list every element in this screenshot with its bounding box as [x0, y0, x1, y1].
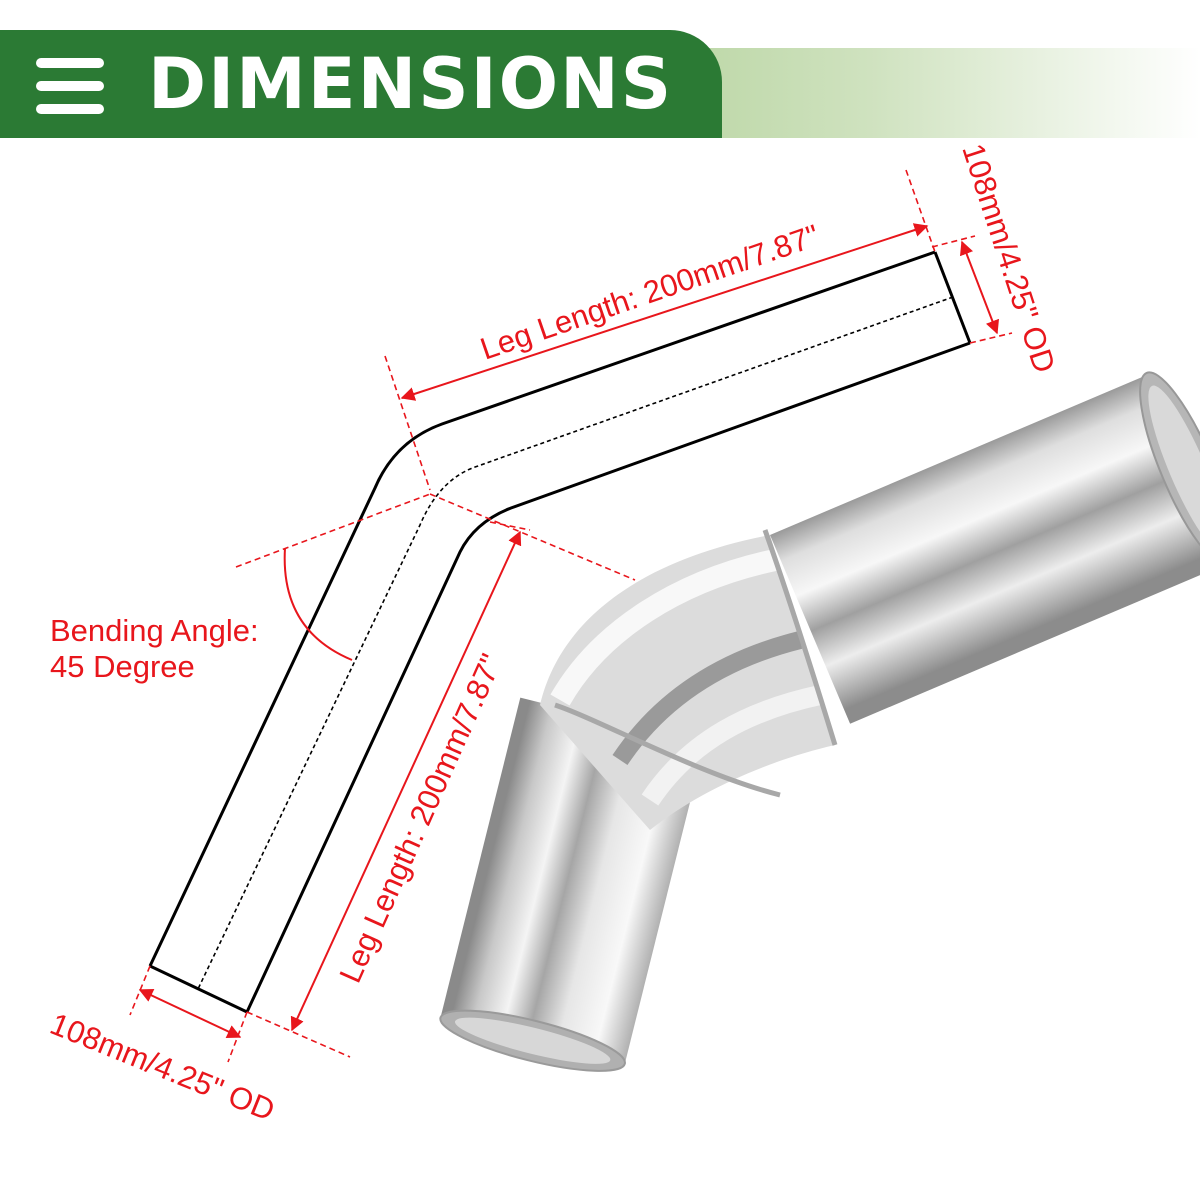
bottom-leg-length-arrow — [290, 530, 522, 1032]
header-band — [0, 30, 722, 138]
dimension-lines — [129, 169, 1013, 1063]
bending-angle-label-line1: Bending Angle: — [50, 613, 259, 648]
bend-angle-arc — [283, 547, 353, 661]
top-leg-length-arrow — [400, 223, 929, 401]
bending-angle-label-line2: 45 Degree — [50, 649, 195, 684]
bottom-end-cap — [149, 964, 248, 1014]
bottom-od-label: 108mm/4.25" OD — [45, 1006, 279, 1128]
top-od-arrow — [959, 240, 1000, 335]
hamburger-menu-icon — [36, 58, 104, 114]
top-od-label: 108mm/4.25" OD — [955, 139, 1062, 377]
pipe-elbow-photo — [439, 371, 1200, 1072]
page-title: DIMENSIONS — [148, 43, 674, 125]
bottom-od-arrow — [138, 989, 242, 1038]
outer-outline — [148, 250, 936, 967]
centerline-dashed — [197, 296, 954, 990]
top-leg-length-label: Leg Length: 200mm/7.87" — [476, 218, 824, 367]
